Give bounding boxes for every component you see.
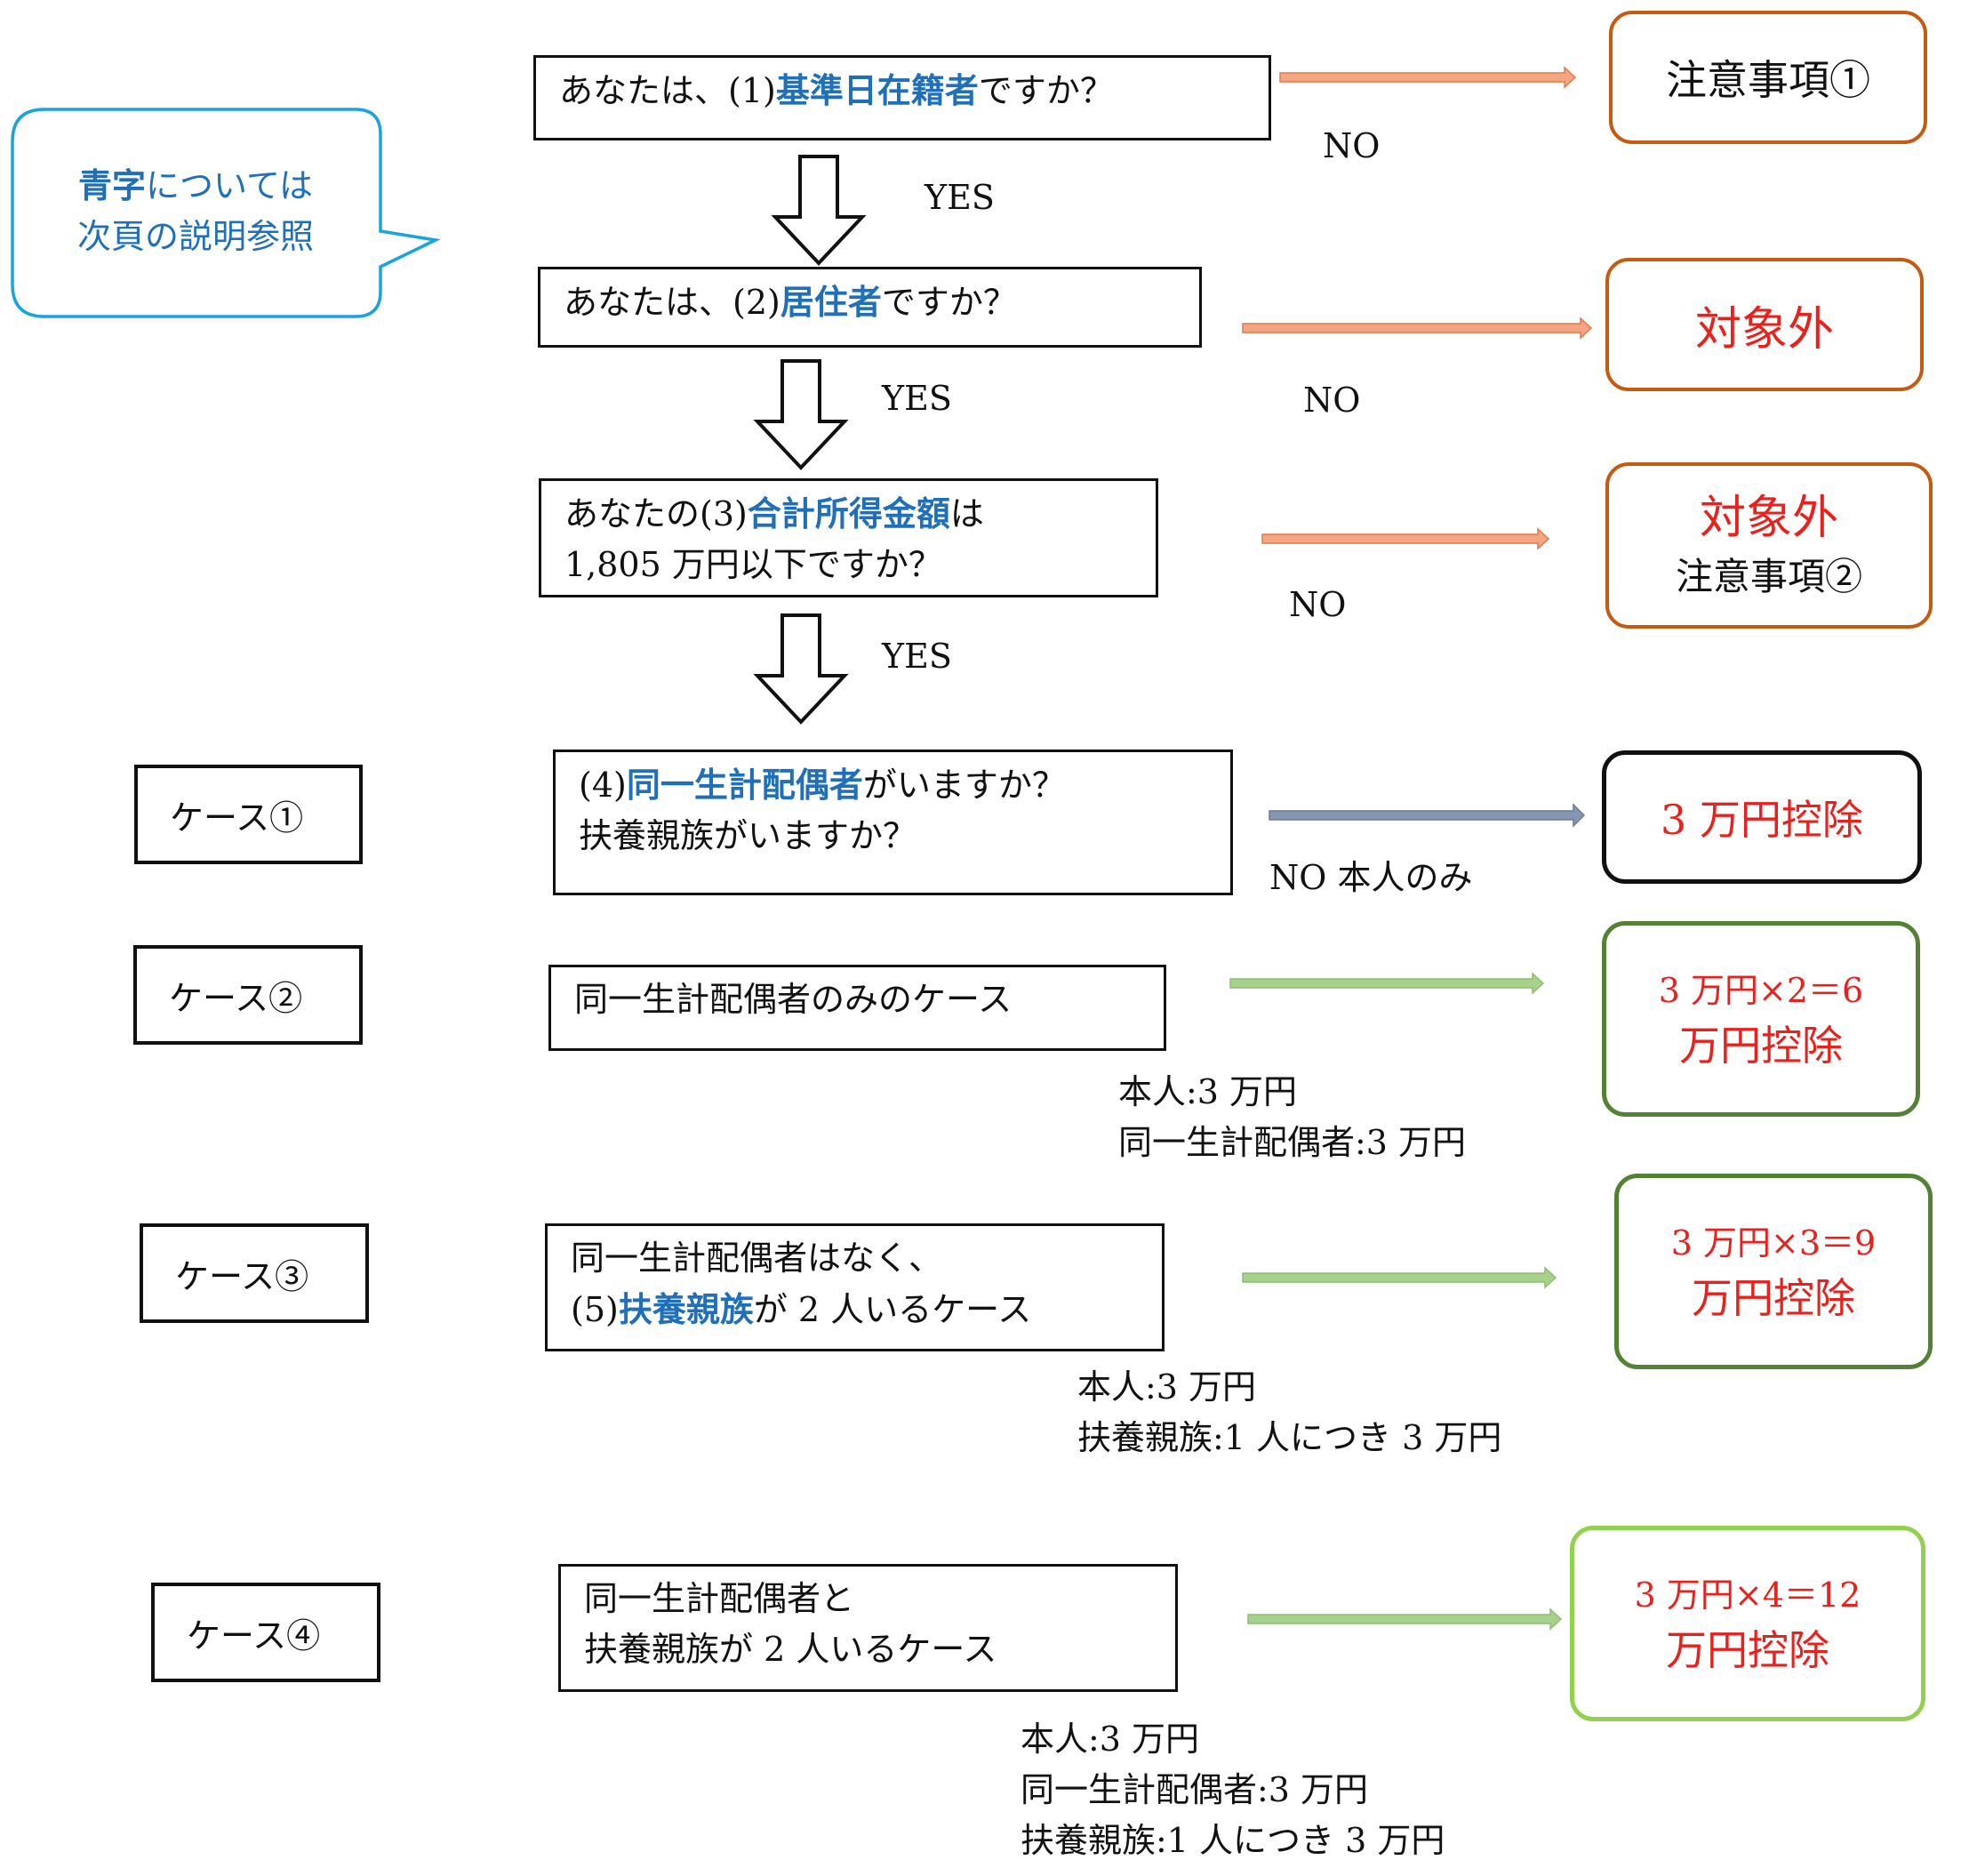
result-1-text: 注意事項① bbox=[1666, 56, 1870, 104]
result-5-line2: 万円控除 bbox=[1679, 1022, 1843, 1070]
q2-post: ですか？ bbox=[881, 283, 1017, 322]
case-2-label: ケース② bbox=[133, 945, 363, 1045]
q3-pre: あなたの(3) bbox=[564, 494, 748, 533]
right-arrow-q3 bbox=[1261, 527, 1550, 550]
no-label-1: NO bbox=[1323, 126, 1381, 165]
case4-line1: 同一生計配偶者と bbox=[584, 1579, 855, 1618]
no-self-only-label: NO 本人のみ bbox=[1269, 858, 1473, 897]
right-arrow-q1 bbox=[1279, 66, 1577, 89]
case3-line1: 同一生計配偶者はなく、 bbox=[571, 1239, 943, 1278]
case2-note1: 本人:3 万円 bbox=[1118, 1072, 1298, 1111]
question-2-box: あなたは、(2)居住者ですか？ bbox=[538, 267, 1202, 348]
result-2-box: 対象外 bbox=[1605, 258, 1924, 391]
result-6-line1: 3 万円×3＝9 bbox=[1670, 1223, 1877, 1263]
case2-text: 同一生計配偶者のみのケース bbox=[574, 980, 1013, 1019]
result-5-line1: 3 万円×2＝6 bbox=[1658, 971, 1864, 1010]
case4-notes: 本人:3 万円 同一生計配偶者:3 万円 扶養親族:1 人につき 3 万円 bbox=[1021, 1714, 1445, 1866]
callout-line1: については bbox=[145, 166, 314, 205]
result-5-box: 3 万円×2＝6 万円控除 bbox=[1602, 921, 1920, 1117]
result-1-box: 注意事項① bbox=[1609, 11, 1927, 144]
q3-post: は bbox=[949, 494, 984, 533]
result-3-box: 対象外 注意事項② bbox=[1605, 462, 1933, 629]
right-arrow-case2 bbox=[1229, 972, 1545, 995]
case3-post: が 2 人いるケース bbox=[753, 1290, 1032, 1329]
down-arrow-2 bbox=[753, 359, 849, 470]
q1-pre: あなたは、(1) bbox=[559, 71, 776, 110]
case2-box: 同一生計配偶者のみのケース bbox=[548, 965, 1166, 1051]
case3-notes: 本人:3 万円 扶養親族:1 人につき 3 万円 bbox=[1077, 1362, 1501, 1463]
case4-line2: 扶養親族が 2 人いるケース bbox=[584, 1630, 997, 1669]
result-7-line2: 万円控除 bbox=[1666, 1626, 1829, 1674]
case-4-label: ケース④ bbox=[151, 1583, 380, 1682]
no-label-3: NO bbox=[1289, 585, 1347, 624]
result-6-line2: 万円控除 bbox=[1692, 1274, 1855, 1322]
q2-pre: あなたは、(2) bbox=[564, 283, 780, 322]
case4-note3: 扶養親族:1 人につき 3 万円 bbox=[1021, 1821, 1445, 1860]
no-label-2: NO bbox=[1303, 381, 1361, 420]
right-arrow-q4 bbox=[1269, 803, 1586, 828]
right-arrow-case3 bbox=[1242, 1266, 1557, 1289]
case2-note2: 同一生計配偶者:3 万円 bbox=[1118, 1123, 1467, 1162]
q4-line2: 扶養親族がいますか？ bbox=[579, 816, 917, 855]
case-3-label: ケース③ bbox=[140, 1223, 369, 1323]
result-7-line1: 3 万円×4＝12 bbox=[1634, 1575, 1861, 1615]
right-arrow-q2 bbox=[1242, 317, 1593, 340]
case3-pre: (5) bbox=[571, 1290, 619, 1329]
case-2-text: ケース② bbox=[169, 978, 303, 1018]
result-6-box: 3 万円×3＝9 万円控除 bbox=[1614, 1174, 1933, 1369]
callout-text: 青字については 次頁の説明参照 bbox=[18, 160, 373, 262]
q1-term: 基準日在籍者 bbox=[775, 70, 979, 110]
q3-term: 合計所得金額 bbox=[747, 493, 950, 533]
result-4-text: 3 万円控除 bbox=[1661, 796, 1863, 844]
right-arrow-case4 bbox=[1247, 1607, 1563, 1631]
case-4-text: ケース④ bbox=[187, 1615, 321, 1656]
case-3-text: ケース③ bbox=[175, 1256, 309, 1296]
case2-notes: 本人:3 万円 同一生計配偶者:3 万円 bbox=[1118, 1067, 1466, 1168]
case3-term: 扶養親族 bbox=[618, 1289, 754, 1329]
case-1-text: ケース① bbox=[170, 798, 304, 838]
yes-label-1: YES bbox=[924, 178, 995, 217]
result-7-box: 3 万円×4＝12 万円控除 bbox=[1570, 1526, 1925, 1721]
question-3-box: あなたの(3)合計所得金額は 1,805 万円以下ですか？ bbox=[539, 478, 1158, 597]
result-2-text: 対象外 bbox=[1694, 302, 1834, 357]
q2-term: 居住者 bbox=[780, 282, 882, 322]
callout-line2: 次頁の説明参照 bbox=[76, 217, 314, 256]
case3-note1: 本人:3 万円 bbox=[1077, 1367, 1257, 1407]
down-arrow-1 bbox=[771, 155, 867, 266]
yes-label-2: YES bbox=[882, 379, 952, 418]
callout-blue-word: 青字 bbox=[77, 165, 146, 205]
result-4-box: 3 万円控除 bbox=[1602, 750, 1922, 884]
case4-note1: 本人:3 万円 bbox=[1021, 1720, 1200, 1759]
case3-note2: 扶養親族:1 人につき 3 万円 bbox=[1077, 1418, 1502, 1457]
question-4-box: (4)同一生計配偶者がいますか？ 扶養親族がいますか？ bbox=[553, 750, 1233, 895]
q4-pre: (4) bbox=[579, 766, 627, 805]
down-arrow-3 bbox=[753, 613, 849, 725]
yes-label-3: YES bbox=[882, 637, 952, 676]
result-3-main: 対象外 bbox=[1699, 491, 1838, 545]
case-1-label: ケース① bbox=[134, 765, 363, 864]
question-1-box: あなたは、(1)基準日在籍者ですか？ bbox=[533, 55, 1271, 140]
q4-post: がいますか？ bbox=[862, 766, 1066, 805]
case3-box: 同一生計配偶者はなく、 (5)扶養親族が 2 人いるケース bbox=[545, 1223, 1165, 1351]
case4-note2: 同一生計配偶者:3 万円 bbox=[1021, 1770, 1369, 1809]
case4-box: 同一生計配偶者と 扶養親族が 2 人いるケース bbox=[558, 1564, 1178, 1692]
q1-post: ですか？ bbox=[978, 71, 1114, 110]
q3-line2: 1,805 万円以下ですか？ bbox=[564, 545, 942, 584]
result-3-sub: 注意事項② bbox=[1675, 554, 1862, 598]
q4-term: 同一生計配偶者 bbox=[626, 765, 863, 805]
